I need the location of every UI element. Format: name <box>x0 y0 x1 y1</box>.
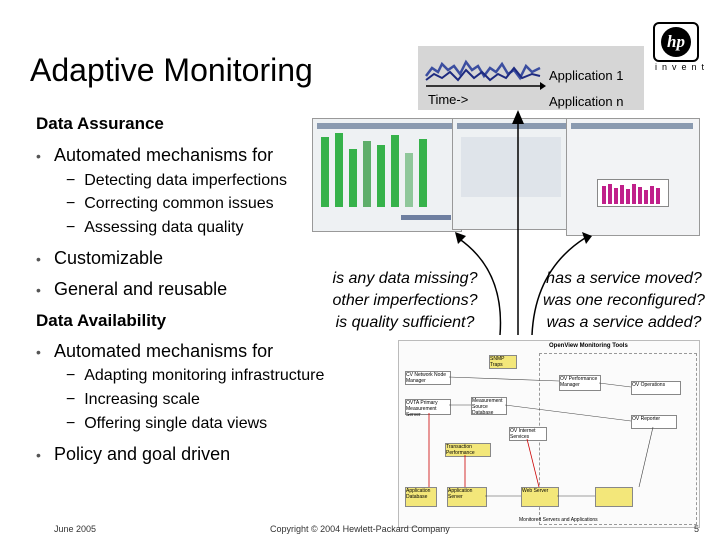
hp-logo: hp <box>653 22 699 62</box>
heading-data-assurance: Data Assurance <box>36 114 164 133</box>
box-ov-performance: OV Performance Manager <box>559 375 601 391</box>
box-ovta-primary: OVTA Primary Measurement Server <box>405 399 451 418</box>
diagram-title: OpenView Monitoring Tools <box>549 343 628 349</box>
box-app-server: Application Server <box>447 487 487 507</box>
availability-sub-2: − Increasing scale <box>66 391 200 408</box>
banner-application-1: Application 1 <box>549 68 624 83</box>
box-transaction-performance: Transaction Performance <box>445 443 491 457</box>
assurance-sub-3: − Assessing data quality <box>66 219 244 236</box>
monitoring-screenshot-2 <box>452 118 578 230</box>
assurance-sub-1: − Detecting data imperfections <box>66 172 288 189</box>
assurance-bullet-1: •Automated mechanisms for <box>36 145 274 165</box>
heading-data-availability: Data Availability <box>36 311 167 330</box>
hp-logo-word: invent <box>655 62 710 72</box>
hp-logo-mark: hp <box>661 27 691 57</box>
banner-time-label: Time-> <box>428 92 469 107</box>
footer-copyright: Copyright © 2004 Hewlett-Packard Company <box>270 524 450 534</box>
assurance-bullet-2: •Customizable <box>36 248 164 268</box>
diagram-caption: Monitored Servers and Applications <box>519 517 598 523</box>
box-web-server-2 <box>595 487 633 507</box>
box-snmp-traps: SNMP Traps <box>489 355 517 369</box>
slide-title: Adaptive Monitoring <box>30 52 313 88</box>
arrow-head-up-icon <box>512 110 524 124</box>
monitoring-screenshot-1 <box>312 118 462 232</box>
availability-bullet-2: •Policy and goal driven <box>36 444 231 464</box>
box-web-server: Web Server <box>521 487 559 507</box>
timeline-squiggle-icon <box>425 59 546 90</box>
box-ov-reporter: OV Reporter <box>631 415 677 429</box>
box-app-database: Application Database <box>405 487 437 507</box>
footer-date: June 2005 <box>54 524 97 534</box>
assurance-bullet-3: •General and reusable <box>36 279 228 299</box>
openview-architecture-diagram: OpenView Monitoring Tools SNMP Traps CV … <box>398 340 700 528</box>
arrow-head-right-icon <box>582 232 592 244</box>
box-cv-network: CV Network Node Manager <box>405 371 451 385</box>
footer-page-number: 5 <box>694 524 700 534</box>
box-measurement-source: Measurement Source Database <box>471 397 507 416</box>
availability-bullet-1: •Automated mechanisms for <box>36 341 274 361</box>
availability-sub-1: − Adapting monitoring infrastructure <box>66 367 325 384</box>
questions-service-changes: has a service moved? was one reconfigure… <box>543 270 705 331</box>
questions-data-quality: is any data missing? other imperfections… <box>332 270 478 331</box>
monitoring-screenshot-3 <box>566 118 700 236</box>
box-ov-operations: OV Operations <box>631 381 681 395</box>
diagram-links <box>428 376 654 497</box>
availability-sub-3: − Offering single data views <box>66 415 268 432</box>
banner-application-n: Application n <box>549 94 624 109</box>
assurance-sub-2: − Correcting common issues <box>66 195 274 212</box>
box-ov-internet: OV Internet Services <box>509 427 547 441</box>
arrow-head-left-icon <box>455 232 466 244</box>
